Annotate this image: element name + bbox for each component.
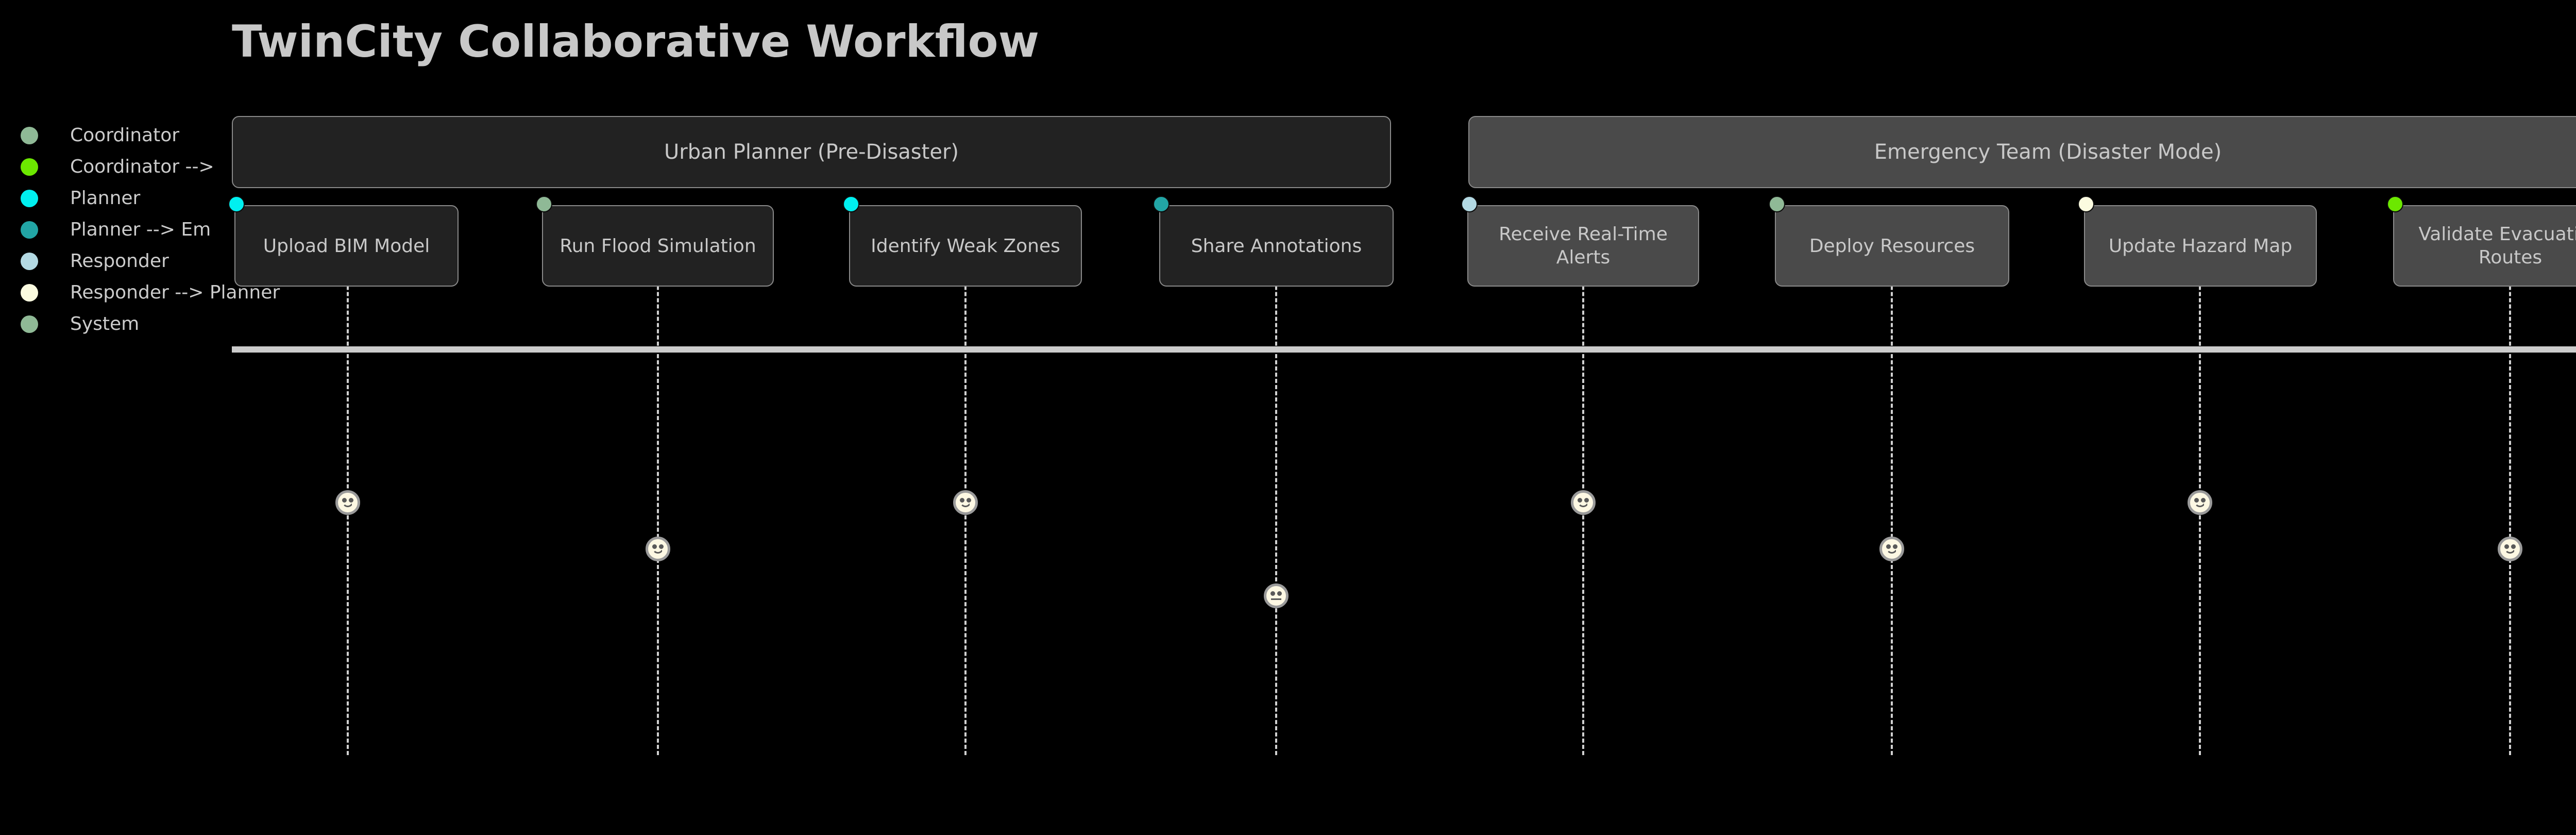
legend-item[interactable]: Responder <box>21 245 309 277</box>
face-eye-right-icon <box>967 498 971 503</box>
milestone-line <box>2199 205 2201 755</box>
face-eye-left-icon <box>652 544 657 549</box>
legend-swatch-icon <box>21 126 38 144</box>
face-eye-left-icon <box>1886 544 1891 549</box>
face-mouth-icon <box>2504 548 2516 554</box>
legend-item-label: Responder <box>70 250 169 272</box>
milestone-line <box>1275 205 1277 755</box>
face-eye-left-icon <box>1578 498 1582 503</box>
task-role-dot-icon <box>228 196 245 212</box>
legend-item[interactable]: Coordinator --> <box>21 151 309 182</box>
section-header-emergency-team[interactable]: Emergency Team (Disaster Mode) <box>1468 116 2576 188</box>
task-box[interactable]: Share Annotations <box>1159 205 1394 287</box>
legend-item[interactable]: Planner --> Em <box>21 214 309 245</box>
smiley-happy-icon <box>646 537 670 561</box>
task-box[interactable]: Receive Real-Time Alerts <box>1467 205 1699 287</box>
face-eye-left-icon <box>960 498 964 503</box>
task-box[interactable]: Validate Evacuation Routes <box>2393 205 2576 287</box>
legend-swatch-icon <box>21 221 38 239</box>
smiley-happy-icon <box>2498 537 2522 561</box>
legend-item-label: Coordinator <box>70 124 180 146</box>
face-eye-right-icon <box>2511 544 2516 549</box>
legend-item-label: System <box>70 313 140 335</box>
legend-swatch-icon <box>21 158 38 176</box>
legend-swatch-icon <box>21 315 38 333</box>
task-label: Validate Evacuation Routes <box>2418 224 2576 268</box>
face-mouth-icon <box>1578 502 1589 507</box>
task-role-dot-icon <box>2387 196 2403 212</box>
legend-item[interactable]: System <box>21 308 309 340</box>
legend-swatch-icon <box>21 189 38 207</box>
task-box[interactable]: Identify Weak Zones <box>849 205 1082 287</box>
legend-item[interactable]: Responder --> Planner <box>21 277 309 308</box>
timeline-axis <box>232 346 2576 353</box>
page-title: TwinCity Collaborative Workflow <box>232 16 1040 68</box>
legend-item[interactable]: Coordinator <box>21 120 309 151</box>
section-header-label: Urban Planner (Pre-Disaster) <box>664 140 959 164</box>
legend-swatch-icon <box>21 252 38 270</box>
task-label: Share Annotations <box>1191 235 1362 257</box>
milestone-line <box>2509 205 2511 755</box>
section-header-urban-planner[interactable]: Urban Planner (Pre-Disaster) <box>232 116 1391 188</box>
legend-item[interactable]: Planner <box>21 182 309 214</box>
face-mouth-icon <box>960 502 971 507</box>
task-box[interactable]: Update Hazard Map <box>2084 205 2317 287</box>
task-label: Receive Real-Time Alerts <box>1499 224 1668 268</box>
task-role-dot-icon <box>1461 196 1478 212</box>
milestone-line <box>657 205 659 755</box>
task-role-dot-icon <box>2078 196 2094 212</box>
task-label: Identify Weak Zones <box>871 235 1060 257</box>
face-eye-right-icon <box>349 498 353 503</box>
face-eye-left-icon <box>1270 591 1275 596</box>
face-eye-right-icon <box>2201 498 2206 503</box>
task-label: Run Flood Simulation <box>560 235 756 257</box>
face-mouth-icon <box>1886 548 1897 554</box>
legend-swatch-icon <box>21 283 38 302</box>
task-role-dot-icon <box>1153 196 1170 212</box>
milestone-line <box>1891 205 1893 755</box>
legend-item-label: Planner <box>70 187 141 209</box>
face-eye-left-icon <box>342 498 347 503</box>
task-role-dot-icon <box>843 196 859 212</box>
task-role-dot-icon <box>536 196 552 212</box>
smiley-neutral-icon <box>1264 583 1289 608</box>
face-mouth-icon <box>2194 502 2206 507</box>
milestone-line <box>1582 205 1584 755</box>
milestone-line <box>347 205 349 755</box>
face-eye-right-icon <box>1277 591 1282 596</box>
task-label: Update Hazard Map <box>2108 235 2293 257</box>
face-eye-right-icon <box>1584 498 1589 503</box>
face-mouth-icon <box>652 548 664 554</box>
face-eye-right-icon <box>1893 544 1897 549</box>
legend-item-label: Planner --> Em <box>70 219 211 240</box>
task-box[interactable]: Deploy Resources <box>1775 205 2009 287</box>
task-label: Deploy Resources <box>1809 235 1975 257</box>
task-box[interactable]: Run Flood Simulation <box>542 205 774 287</box>
section-header-label: Emergency Team (Disaster Mode) <box>1874 140 2222 164</box>
milestone-line <box>964 205 967 755</box>
smiley-happy-icon <box>1879 537 1904 561</box>
smiley-happy-icon <box>335 490 360 515</box>
task-role-dot-icon <box>1769 196 1785 212</box>
face-eye-left-icon <box>2194 498 2199 503</box>
face-eye-right-icon <box>659 544 664 549</box>
task-label: Upload BIM Model <box>263 235 430 257</box>
smiley-happy-icon <box>2188 490 2212 515</box>
face-mouth-icon <box>342 502 353 507</box>
legend-item-label: Coordinator --> <box>70 156 214 177</box>
task-box[interactable]: Upload BIM Model <box>234 205 459 287</box>
face-mouth-icon <box>1271 598 1281 600</box>
smiley-happy-icon <box>1571 490 1596 515</box>
smiley-happy-icon <box>953 490 978 515</box>
face-eye-left-icon <box>2504 544 2509 549</box>
